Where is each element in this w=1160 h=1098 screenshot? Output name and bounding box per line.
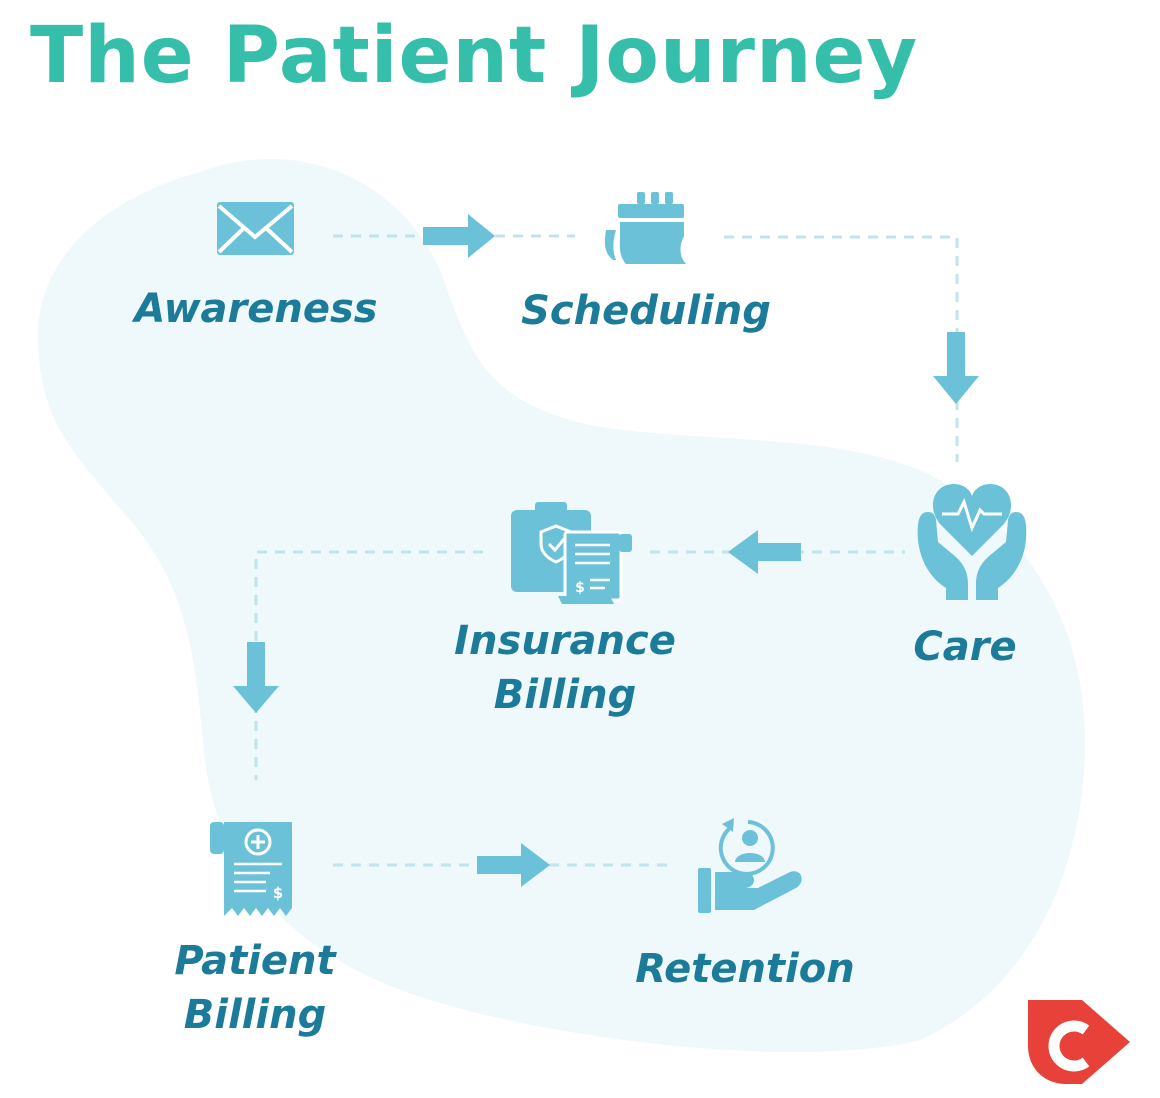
arrow-left-icon xyxy=(728,530,801,574)
stage-label-retention: Retention xyxy=(600,942,890,996)
arrow-right-icon xyxy=(423,214,495,258)
stage-label-scheduling: Scheduling xyxy=(506,284,786,338)
heart-hands-icon xyxy=(917,484,1027,600)
arrow-right-icon xyxy=(477,843,550,887)
clipboard-receipt-icon: $ xyxy=(511,502,632,604)
stage-label-insurance-billing: Insurance Billing xyxy=(425,614,705,722)
insurance-label-line1: Insurance xyxy=(454,618,676,664)
stage-label-patient-billing: Patient Billing xyxy=(120,934,390,1042)
medical-bill-icon: $ xyxy=(210,822,292,916)
awareness-label: Awareness xyxy=(134,286,378,332)
patient-label-line1: Patient xyxy=(174,938,336,984)
care-label: Care xyxy=(913,624,1017,670)
stage-label-care: Care xyxy=(880,620,1050,674)
svg-text:$: $ xyxy=(575,580,585,596)
background-blob xyxy=(37,159,1085,1053)
patient-label-line2: Billing xyxy=(183,992,327,1038)
page-title: The Patient Journey xyxy=(30,11,919,101)
arrow-down-icon xyxy=(233,642,279,713)
svg-text:$: $ xyxy=(273,884,283,902)
envelope-icon xyxy=(217,202,294,255)
brand-logo-icon xyxy=(1028,1000,1130,1084)
scheduling-label: Scheduling xyxy=(521,288,771,334)
calendar-icon xyxy=(604,192,686,264)
insurance-label-line2: Billing xyxy=(493,672,637,718)
stage-label-awareness: Awareness xyxy=(116,282,396,336)
retention-label: Retention xyxy=(635,946,855,992)
flow-arrows xyxy=(233,214,979,887)
hand-person-cycle-icon xyxy=(698,818,802,913)
arrow-down-icon xyxy=(933,332,979,404)
